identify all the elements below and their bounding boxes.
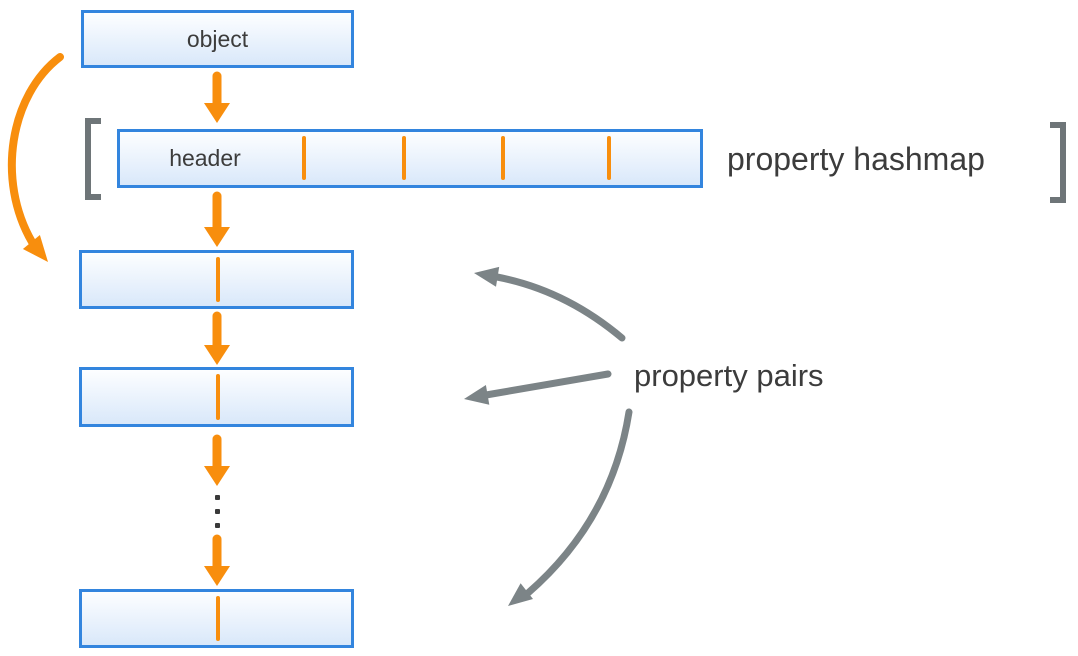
object-box-label: object — [186, 25, 249, 52]
pair-to-ellipsis-arrow-icon — [204, 434, 230, 486]
hashmap-caption: property hashmap — [727, 141, 985, 177]
pair-divider — [216, 374, 220, 420]
hashmap-slot-divider — [607, 136, 611, 180]
hashmap-header-label: header — [169, 145, 241, 171]
object-box: object — [81, 10, 354, 68]
ellipsis-dot — [215, 523, 220, 528]
pairs-caption: property pairs — [634, 358, 824, 393]
pair-divider — [216, 596, 220, 641]
pairs-pointer-arrow-top-icon — [474, 266, 626, 342]
object-to-hashmap-arrow-icon — [204, 71, 230, 123]
pairs-pointer-arrow-bottom-icon — [508, 408, 633, 606]
object-to-pairs-curved-arrow-icon — [7, 53, 64, 262]
hashmap-slot-divider — [302, 136, 306, 180]
pair-to-pair-arrow-icon — [204, 311, 230, 365]
hashmap-slot-divider — [402, 136, 406, 180]
property-pair-box-3 — [79, 589, 354, 648]
property-pair-box-2 — [79, 367, 354, 427]
ellipsis-dot — [215, 495, 220, 500]
pair-divider — [216, 257, 220, 302]
pairs-pointer-arrow-middle-icon — [464, 370, 612, 405]
left-bracket — [85, 118, 101, 200]
ellipsis-to-pair-arrow-icon — [204, 534, 230, 586]
hashmap-header-box: header — [117, 129, 703, 188]
ellipsis-dot — [215, 509, 220, 514]
hashmap-to-pair-arrow-icon — [204, 191, 230, 247]
right-bracket — [1050, 122, 1066, 203]
property-pair-box-1 — [79, 250, 354, 309]
hashmap-slot-divider — [501, 136, 505, 180]
